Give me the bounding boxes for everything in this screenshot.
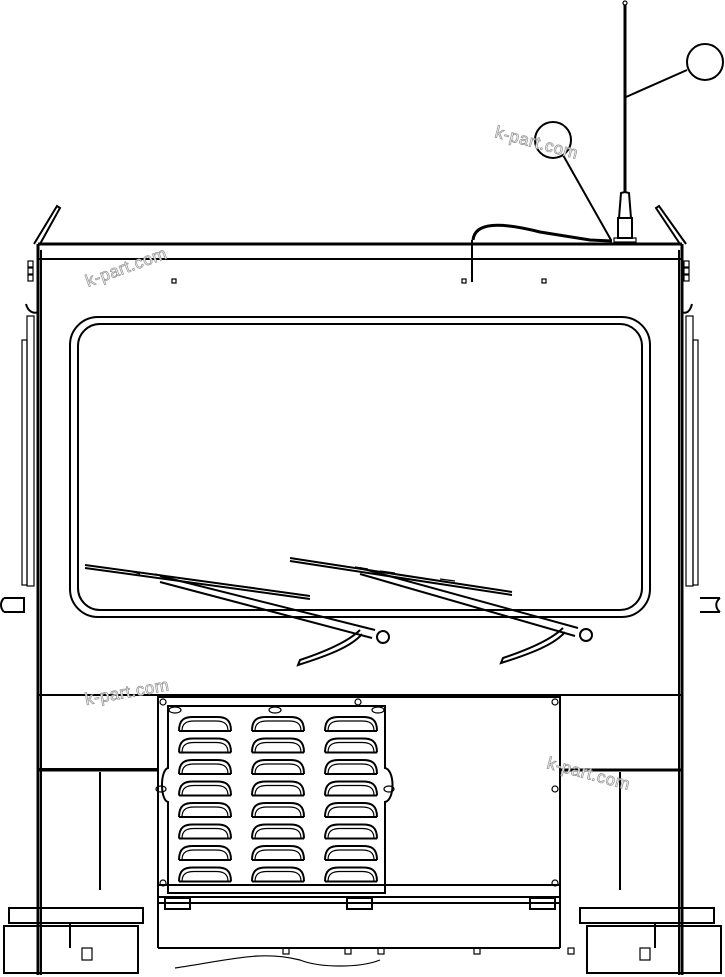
callout-1[interactable] xyxy=(625,43,724,98)
windshield xyxy=(69,316,651,618)
callout-2[interactable] xyxy=(534,121,612,241)
antenna xyxy=(471,0,637,243)
wiper-right xyxy=(289,557,593,665)
grille-panel xyxy=(38,696,561,898)
cab-body xyxy=(25,204,693,975)
wiper-left xyxy=(84,564,390,667)
bumper xyxy=(3,896,722,974)
louvers xyxy=(178,716,378,883)
watermark-1: k-part.com xyxy=(83,244,170,291)
side-doors xyxy=(0,315,721,613)
